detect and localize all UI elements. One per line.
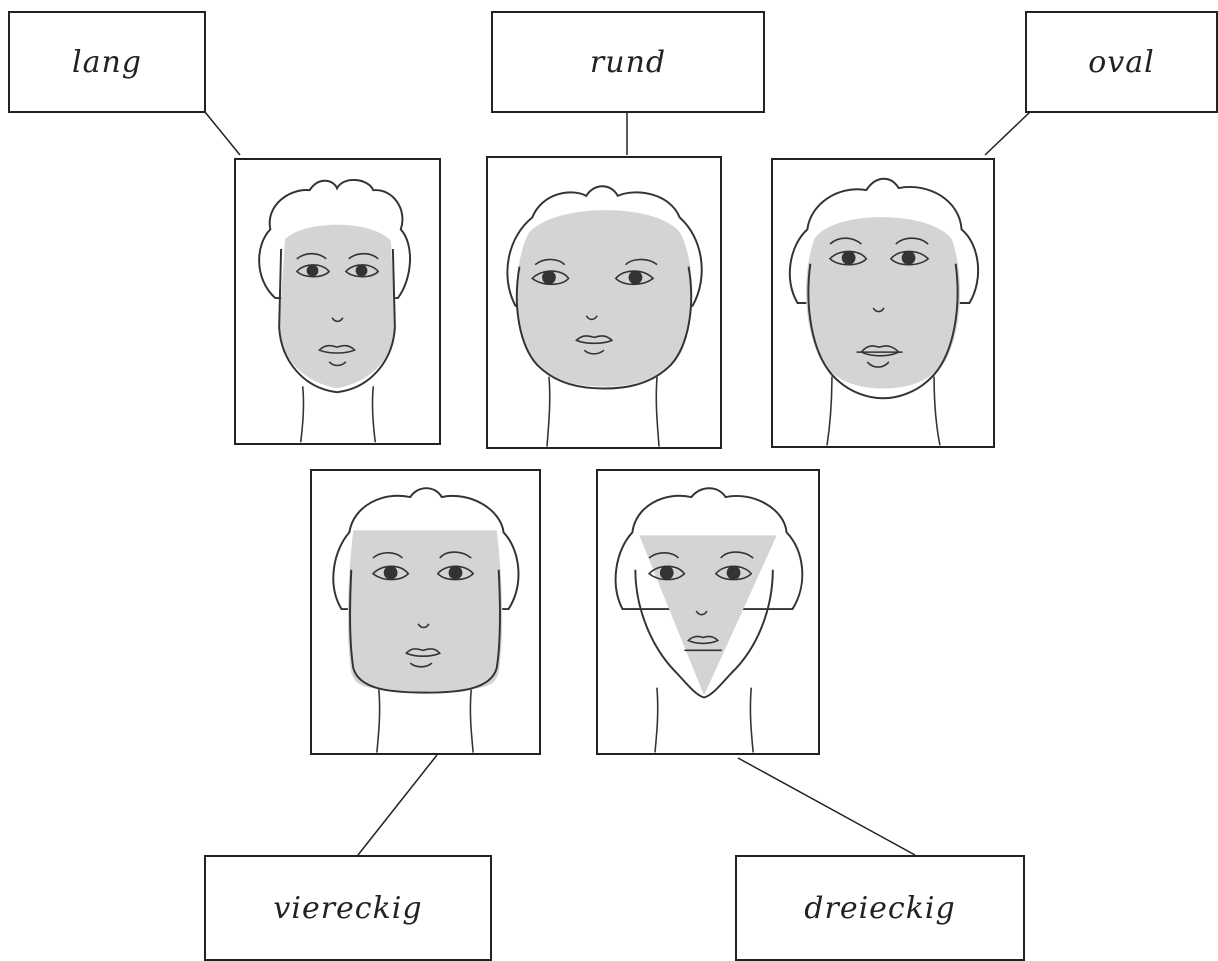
- face-triangle-illustration: [614, 487, 804, 753]
- label-box-oval: oval: [1025, 11, 1218, 113]
- face-round-illustration: [506, 185, 703, 447]
- face-square-frame: [310, 469, 541, 755]
- connector-lang: [204, 111, 241, 156]
- face-round-frame: [486, 156, 722, 449]
- label-box-rund: rund: [491, 11, 765, 113]
- label-oval: oval: [1088, 44, 1155, 80]
- face-oval-frame: [771, 158, 995, 448]
- face-square-illustration: [332, 487, 520, 753]
- face-oval-illustration: [788, 177, 980, 446]
- label-box-viereckig: viereckig: [204, 855, 492, 961]
- label-dreieckig: dreieckig: [804, 890, 956, 926]
- face-long-frame: [234, 158, 441, 445]
- connector-dreieckig: [737, 757, 916, 856]
- label-viereckig: viereckig: [273, 890, 423, 926]
- connector-viereckig: [357, 754, 438, 856]
- label-box-lang: lang: [8, 11, 206, 113]
- label-box-dreieckig: dreieckig: [735, 855, 1025, 961]
- connector-oval: [984, 111, 1031, 156]
- label-rund: rund: [589, 44, 667, 80]
- face-triangle-frame: [596, 469, 820, 755]
- face-long-illustration: [258, 179, 411, 443]
- label-lang: lang: [71, 44, 142, 80]
